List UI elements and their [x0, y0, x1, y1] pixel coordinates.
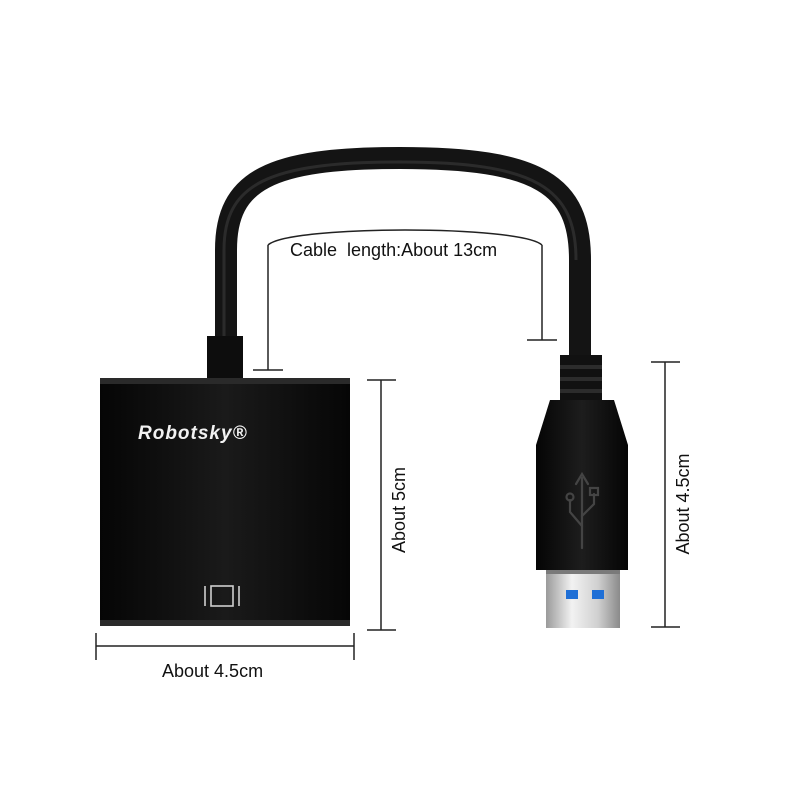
usb-strain-relief: [560, 355, 602, 403]
cable: [215, 146, 591, 362]
usb3-contact-left: [566, 590, 578, 599]
usb-metal-connector: [546, 570, 620, 628]
adapter-width-label: About 4.5cm: [162, 661, 264, 681]
adapter-height-label: About 5cm: [389, 466, 409, 554]
usb-trident-icon: [565, 471, 600, 550]
cable-length-dimension: [253, 229, 557, 371]
adapter-height-dimension: [367, 379, 396, 631]
adapter-strain-relief: [207, 336, 243, 380]
usb3-contact-right: [592, 590, 604, 599]
usb-height-dimension: [651, 361, 680, 628]
usb-height-label: About 4.5cm: [673, 453, 693, 555]
brand-logo: Robotsky®: [138, 423, 248, 444]
cable-length-label: Cable length:About 13cm: [290, 240, 498, 260]
adapter-body: [100, 378, 350, 626]
adapter-width-dimension: [95, 633, 355, 660]
vga-port-icon: [204, 585, 240, 607]
